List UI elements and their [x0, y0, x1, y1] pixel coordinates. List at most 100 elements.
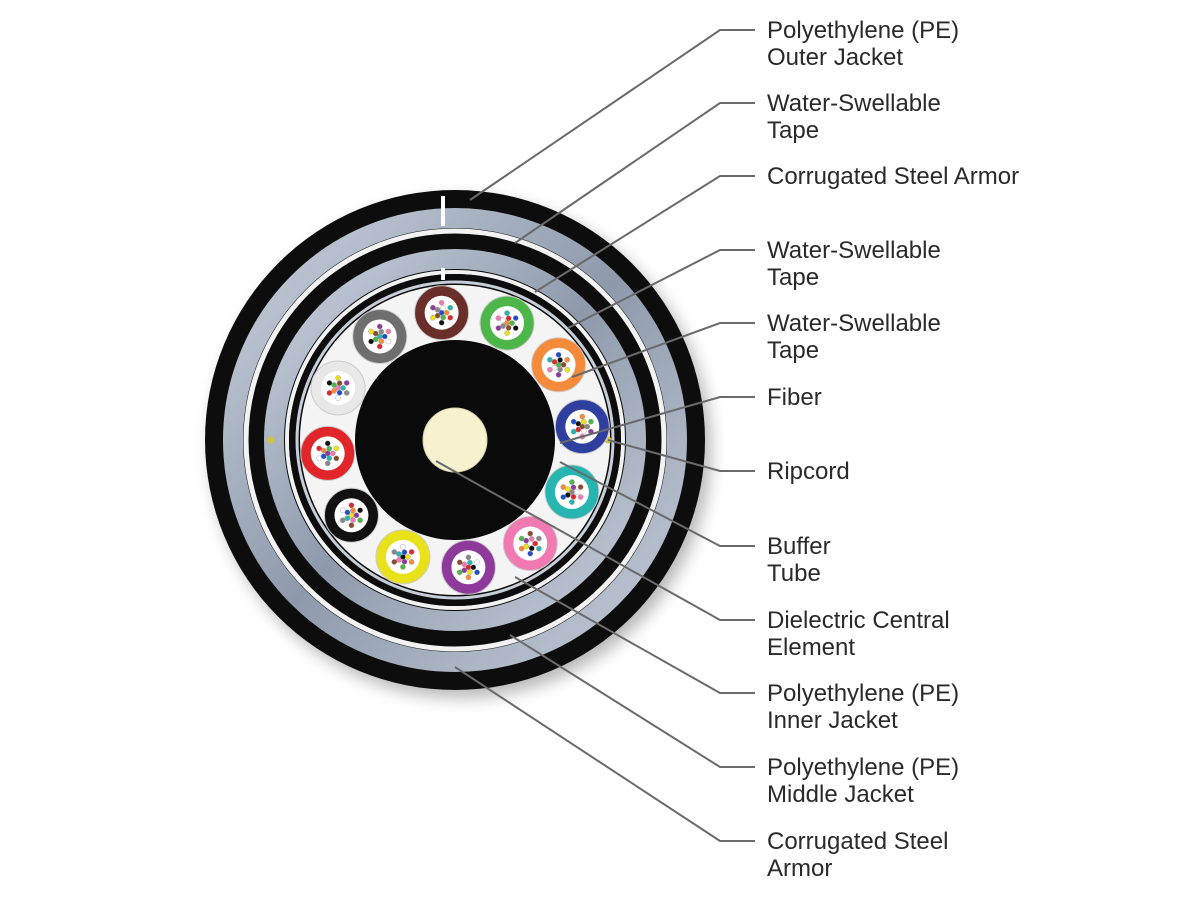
label-ripcord: Ripcord — [767, 458, 850, 485]
label-line: Polyethylene (PE) — [767, 680, 959, 707]
label-line: Inner Jacket — [767, 707, 898, 734]
label-fiber: Fiber — [767, 384, 822, 411]
fiber — [401, 558, 408, 565]
water-swellable-tape-outer — [223, 208, 687, 672]
fiber — [335, 395, 341, 401]
label-line: Element — [767, 634, 855, 661]
buffer-tube — [554, 399, 610, 455]
fiber — [378, 338, 385, 345]
fiber — [326, 445, 333, 452]
fiber — [577, 494, 584, 500]
fiber — [500, 323, 506, 329]
callout-labels: Polyethylene (PE)Outer JacketWater-Swell… — [767, 17, 1019, 882]
fiber — [372, 330, 379, 337]
fiber — [518, 545, 525, 552]
fiber — [344, 509, 351, 516]
fiber — [465, 554, 472, 561]
fiber — [343, 380, 350, 386]
fiber — [350, 507, 356, 514]
fiber — [564, 366, 571, 373]
fiber — [331, 388, 337, 394]
leader-line-pe-outer-jacket — [469, 29, 755, 201]
fiber — [443, 309, 450, 316]
fiber — [579, 413, 586, 420]
fiber — [505, 325, 512, 331]
fiber — [372, 336, 379, 343]
fiber — [551, 364, 558, 371]
buffer-tube — [323, 487, 379, 543]
label-line: Buffer — [767, 533, 831, 560]
label-line: Armor — [767, 855, 832, 882]
fiber — [577, 484, 584, 490]
fiber — [400, 544, 406, 550]
fiber — [326, 390, 333, 396]
fiber — [438, 319, 445, 326]
fiber — [528, 535, 535, 542]
fiber — [536, 535, 542, 542]
buffer-tube — [531, 337, 587, 393]
fiber — [326, 380, 333, 386]
fiber — [336, 380, 343, 386]
fiber — [350, 517, 356, 523]
fiber — [588, 418, 594, 425]
fiber — [560, 484, 567, 490]
fiber — [329, 450, 336, 457]
fiber — [570, 494, 577, 500]
tape-seam — [441, 196, 445, 226]
leader-line-buffer-tube — [559, 461, 755, 547]
label-line: Ripcord — [767, 458, 850, 485]
fiber — [438, 299, 445, 306]
fiber — [570, 418, 577, 425]
corrugated-steel-armor-inner — [285, 270, 625, 610]
fiber — [536, 545, 542, 552]
label-line: Dielectric Central — [767, 607, 950, 634]
buffer-tube — [544, 464, 600, 520]
leader-line-water-swellable-tape-1 — [514, 102, 755, 244]
leader-line-water-swellable-tape-3 — [571, 322, 755, 378]
fiber — [335, 375, 341, 381]
fiber — [368, 328, 374, 335]
leader-line-water-swellable-tape-2 — [567, 249, 755, 329]
fiber — [512, 315, 519, 321]
fiber — [381, 333, 388, 340]
fiber — [316, 445, 322, 452]
fiber — [391, 559, 398, 565]
fiber — [505, 315, 512, 322]
fiber — [512, 325, 519, 331]
fiber — [569, 499, 575, 505]
buffer-tube — [310, 360, 366, 416]
leader-line-pe-inner-jacket — [514, 576, 755, 694]
fiber — [560, 494, 567, 500]
fiber — [324, 460, 331, 467]
water-swellable-tape-inner — [295, 280, 615, 600]
fiber — [348, 522, 355, 529]
leader-line-ripcord — [607, 439, 755, 472]
fiber — [565, 486, 571, 492]
fiber — [500, 317, 506, 323]
fiber — [368, 338, 374, 345]
fiber — [343, 390, 350, 396]
fiber — [509, 320, 515, 326]
label-line: Tape — [767, 337, 819, 364]
fiber — [581, 428, 587, 435]
label-line: Corrugated Steel Armor — [767, 163, 1019, 190]
label-line: Tape — [767, 117, 819, 144]
label-line: Middle Jacket — [767, 781, 914, 808]
fiber — [320, 447, 327, 454]
fiber — [408, 559, 415, 565]
fiber — [434, 312, 441, 319]
fiber — [557, 357, 563, 363]
corrugated-steel-armor-outer — [243, 228, 667, 652]
buffer-tube — [479, 295, 535, 351]
fiber — [467, 559, 473, 566]
fiber — [430, 314, 436, 321]
fiber — [518, 535, 525, 542]
fiber — [467, 569, 473, 575]
fiber — [378, 328, 385, 335]
leader-line-pe-middle-jacket — [509, 634, 755, 768]
buffer-tube — [414, 285, 470, 341]
fiber — [523, 543, 529, 550]
label-pe-middle-jacket: Polyethylene (PE)Middle Jacket — [767, 754, 959, 808]
